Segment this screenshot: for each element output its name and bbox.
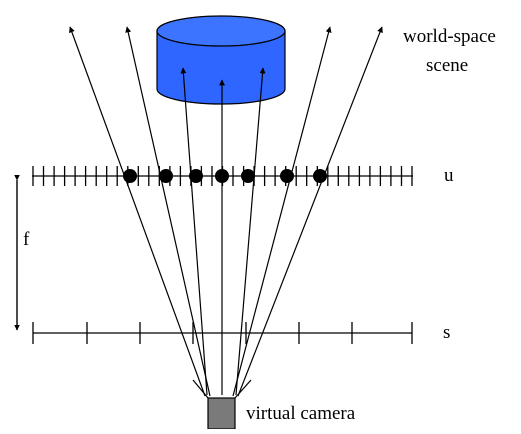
scene-label-line1: world-space: [403, 26, 496, 47]
s-plane-label: s: [443, 322, 450, 343]
inner-rays: [180, 67, 266, 396]
outer-rays: [69, 26, 383, 397]
sample-point: [280, 169, 294, 183]
focal-label: f: [23, 229, 30, 250]
sample-point: [159, 169, 173, 183]
sample-point: [189, 169, 203, 183]
camera-label: virtual camera: [246, 403, 356, 424]
sample-point: [313, 169, 327, 183]
s-plane: [32, 322, 413, 344]
u-plane-label: u: [444, 165, 454, 186]
virtual-camera: [192, 379, 252, 430]
sample-point: [215, 169, 229, 183]
scene-cylinder: [156, 15, 286, 105]
scene-label-line2: scene: [426, 55, 468, 76]
sample-point: [123, 169, 137, 183]
sample-point: [241, 169, 255, 183]
u-plane-samples: [123, 169, 327, 183]
